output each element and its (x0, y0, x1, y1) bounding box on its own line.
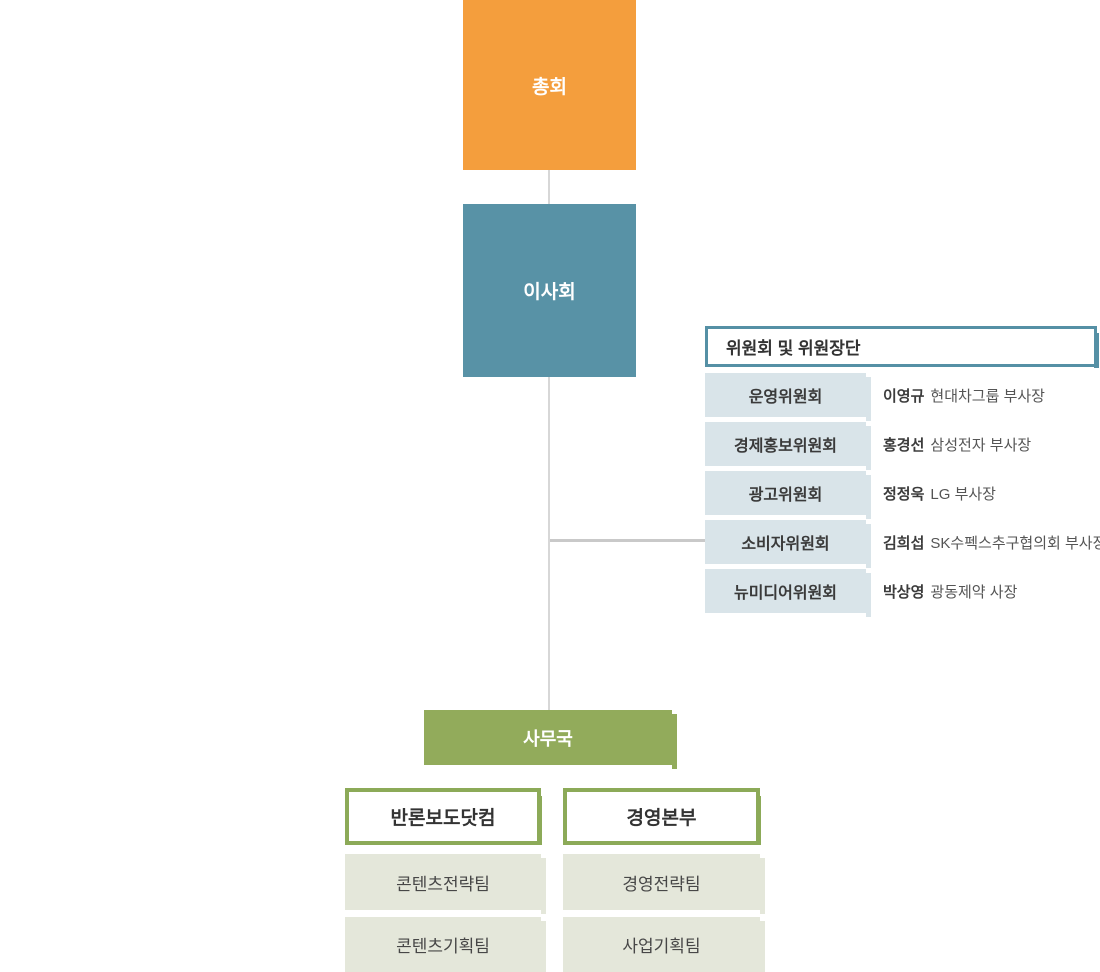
committee-chair-operating: 이영규 현대차그룹 부사장 (883, 373, 1045, 417)
connector-assembly-board (548, 170, 550, 204)
chair-name: 정정욱 (883, 485, 925, 503)
board-box: 이사회 (463, 204, 636, 377)
team-box-management-strategy: 경영전략팀 (563, 854, 765, 914)
chair-name: 이영규 (883, 387, 925, 405)
chair-title: SK수펙스추구협의회 부사장 (930, 534, 1100, 552)
team-label: 콘텐츠전략팀 (396, 874, 490, 894)
committee-box-consumer: 소비자위원회 (705, 520, 871, 568)
committee-box-newmedia: 뉴미디어위원회 (705, 569, 871, 617)
committee-label: 경제홍보위원회 (733, 438, 838, 455)
committee-chair-economic-pr: 홍경선 삼성전자 부사장 (883, 422, 1031, 466)
division-label: 반론보도닷컴 (390, 808, 496, 829)
committee-chair-consumer: 김희섭 SK수펙스추구협의회 부사장 (883, 520, 1100, 564)
chair-name: 박상영 (883, 583, 925, 601)
committee-label: 뉴미디어위원회 (733, 585, 838, 602)
committee-header-label: 위원회 및 위원장단 (726, 339, 861, 358)
chair-title: 삼성전자 부사장 (930, 436, 1032, 454)
committee-box-advertising: 광고위원회 (705, 471, 871, 519)
chair-title: 현대차그룹 부사장 (930, 387, 1045, 405)
team-box-content-planning: 콘텐츠기획팀 (345, 917, 546, 972)
team-label: 사업기획팀 (622, 937, 701, 956)
team-box-business-planning: 사업기획팀 (563, 917, 765, 972)
committee-box-economic-pr: 경제홍보위원회 (705, 422, 871, 470)
chair-title: LG 부사장 (930, 485, 996, 503)
general-assembly-box: 총회 (463, 0, 636, 170)
chair-name: 홍경선 (883, 436, 925, 454)
secretariat-label: 사무국 (523, 728, 573, 749)
committee-header-box: 위원회 및 위원장단 (705, 326, 1099, 368)
team-label: 경영전략팀 (622, 874, 701, 894)
connector-committee-branch (550, 539, 705, 542)
committee-label: 소비자위원회 (741, 536, 830, 553)
general-assembly-label: 총회 (532, 76, 567, 98)
committee-label: 광고위원회 (748, 487, 823, 504)
board-label: 이사회 (523, 282, 576, 303)
division-label: 경영본부 (626, 808, 697, 829)
chair-name: 김희섭 (883, 534, 925, 552)
committee-label: 운영위원회 (748, 389, 823, 406)
committee-chair-newmedia: 박상영 광동제약 사장 (883, 569, 1017, 613)
team-label: 콘텐츠기획팀 (396, 937, 490, 956)
committee-box-operating: 운영위원회 (705, 373, 871, 421)
secretariat-box: 사무국 (424, 710, 677, 769)
chair-title: 광동제약 사장 (930, 583, 1018, 601)
division-box-banronbodo: 반론보도닷컴 (345, 788, 542, 845)
committee-chair-advertising: 정정욱 LG 부사장 (883, 471, 996, 515)
team-box-content-strategy: 콘텐츠전략팀 (345, 854, 546, 914)
connector-board-secretariat (548, 377, 550, 710)
division-box-management: 경영본부 (563, 788, 761, 845)
